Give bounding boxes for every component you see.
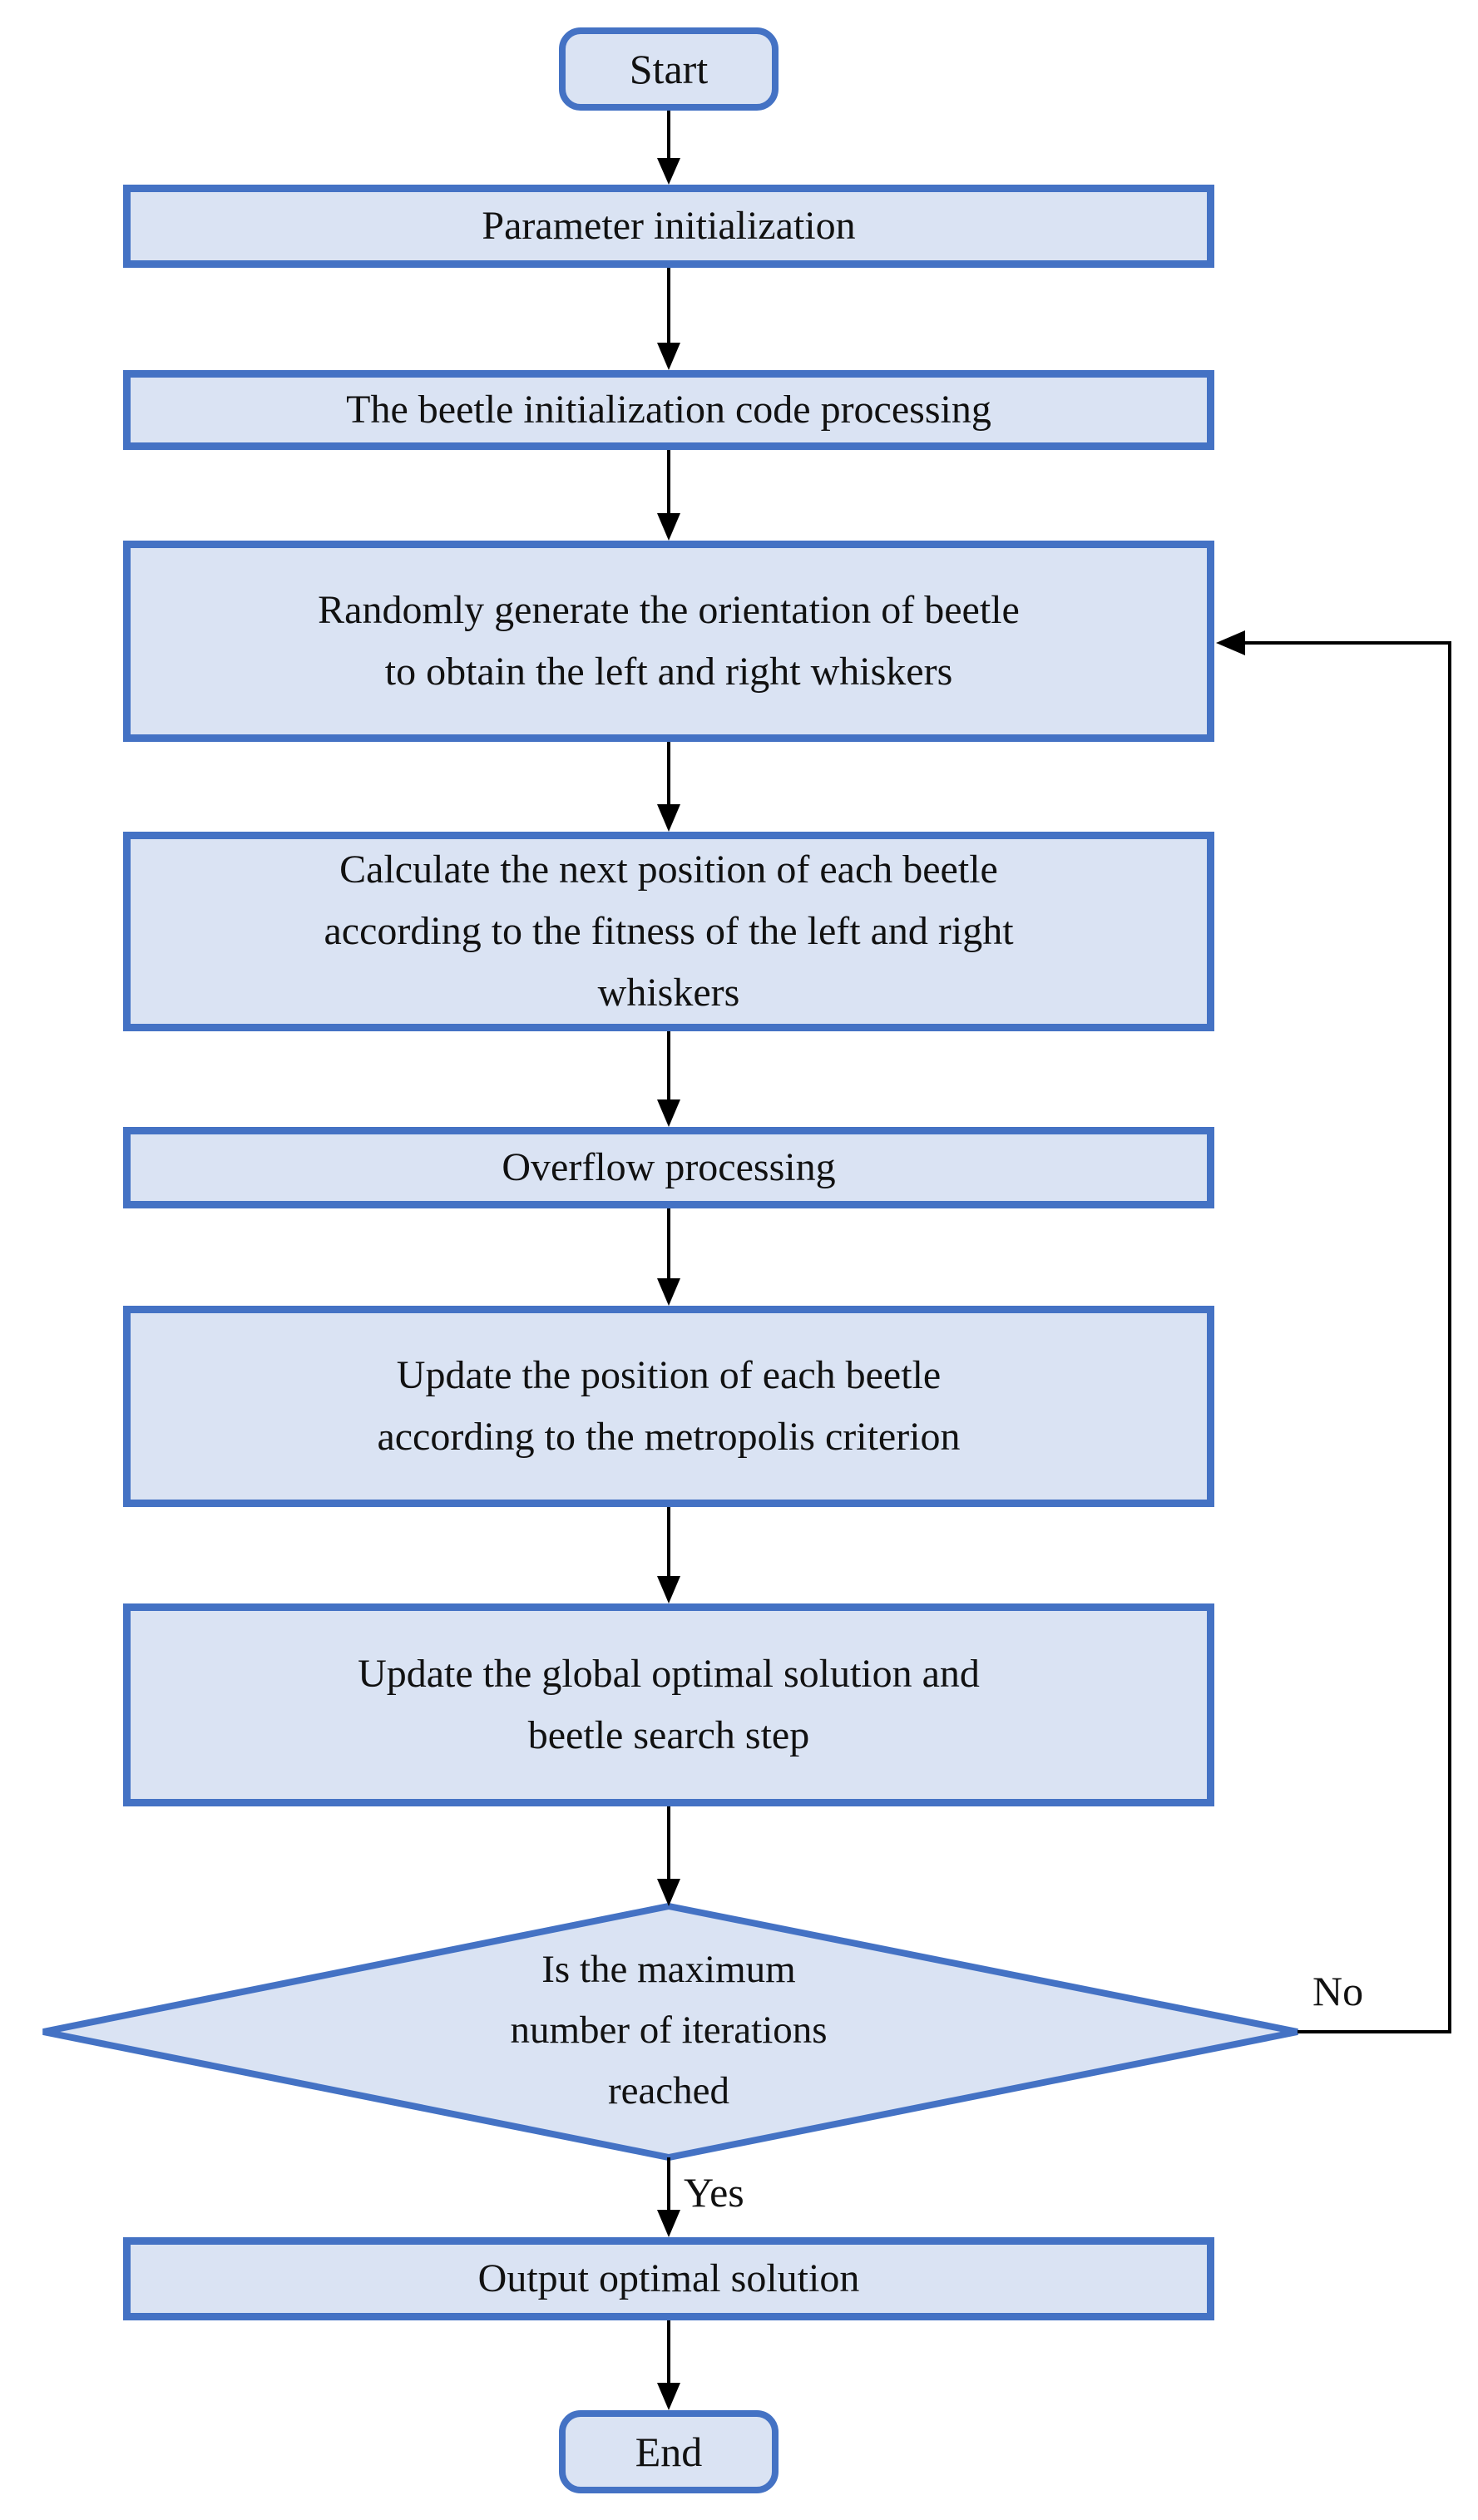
arrowhead: [657, 513, 680, 541]
node-label-line: Update the global optimal solution and: [358, 1652, 980, 1696]
node-random-orientation: Randomly generate the orientation of bee…: [123, 541, 1214, 742]
arrowhead: [657, 1576, 680, 1603]
node-label-line: number of iterations: [510, 2009, 828, 2052]
node-label-line: Randomly generate the orientation of bee…: [318, 588, 1020, 632]
arrowhead: [657, 804, 680, 832]
arrowhead-left: [1216, 630, 1245, 655]
node-end: End: [559, 2410, 779, 2493]
arrowhead: [657, 343, 680, 370]
arrowhead: [657, 1099, 680, 1127]
edge-label-yes: Yes: [684, 2169, 744, 2216]
connectors: [657, 111, 1451, 2410]
arrowhead: [657, 2383, 680, 2410]
node-update-position: Update the position of each beetle accor…: [123, 1306, 1214, 1507]
node-label-line: according to the fitness of the left and…: [324, 909, 1014, 953]
node-label-line: reached: [607, 2069, 730, 2112]
node-output-solution: Output optimal solution: [123, 2237, 1214, 2320]
node-label-line: according to the metropolis criterion: [377, 1415, 961, 1459]
node-start-label: Start: [629, 46, 709, 92]
node-label-line: to obtain the left and right whiskers: [384, 650, 953, 694]
edge-label-no: No: [1312, 1968, 1364, 2014]
arrowhead: [657, 1879, 680, 1906]
arrowhead: [657, 2210, 680, 2237]
node-start: Start: [559, 27, 779, 111]
no-feedback-line: [1244, 641, 1451, 2033]
node-label-line: whiskers: [597, 971, 740, 1015]
node-parameter-initialization: Parameter initialization: [123, 185, 1214, 268]
node-label-line: The beetle initialization code processin…: [346, 388, 991, 432]
node-overflow-processing: Overflow processing: [123, 1127, 1214, 1208]
node-end-label: End: [635, 2429, 703, 2475]
node-label-line: Is the maximum: [541, 1948, 796, 1991]
node-label-line: Parameter initialization: [482, 204, 856, 248]
node-beetle-initialization: The beetle initialization code processin…: [123, 370, 1214, 450]
node-label-line: Update the position of each beetle: [396, 1353, 942, 1397]
node-label-line: Calculate the next position of each beet…: [339, 847, 998, 892]
node-decision-label: Is the maximum number of iterations reac…: [378, 1939, 960, 2122]
node-label-line: Output optimal solution: [477, 2256, 860, 2300]
node-calculate-position: Calculate the next position of each beet…: [123, 832, 1214, 1031]
node-label-line: Overflow processing: [502, 1145, 836, 1189]
node-update-global: Update the global optimal solution and b…: [123, 1603, 1214, 1806]
node-label-line: beetle search step: [527, 1713, 810, 1757]
arrowhead: [657, 1278, 680, 1306]
arrowhead: [657, 158, 680, 185]
